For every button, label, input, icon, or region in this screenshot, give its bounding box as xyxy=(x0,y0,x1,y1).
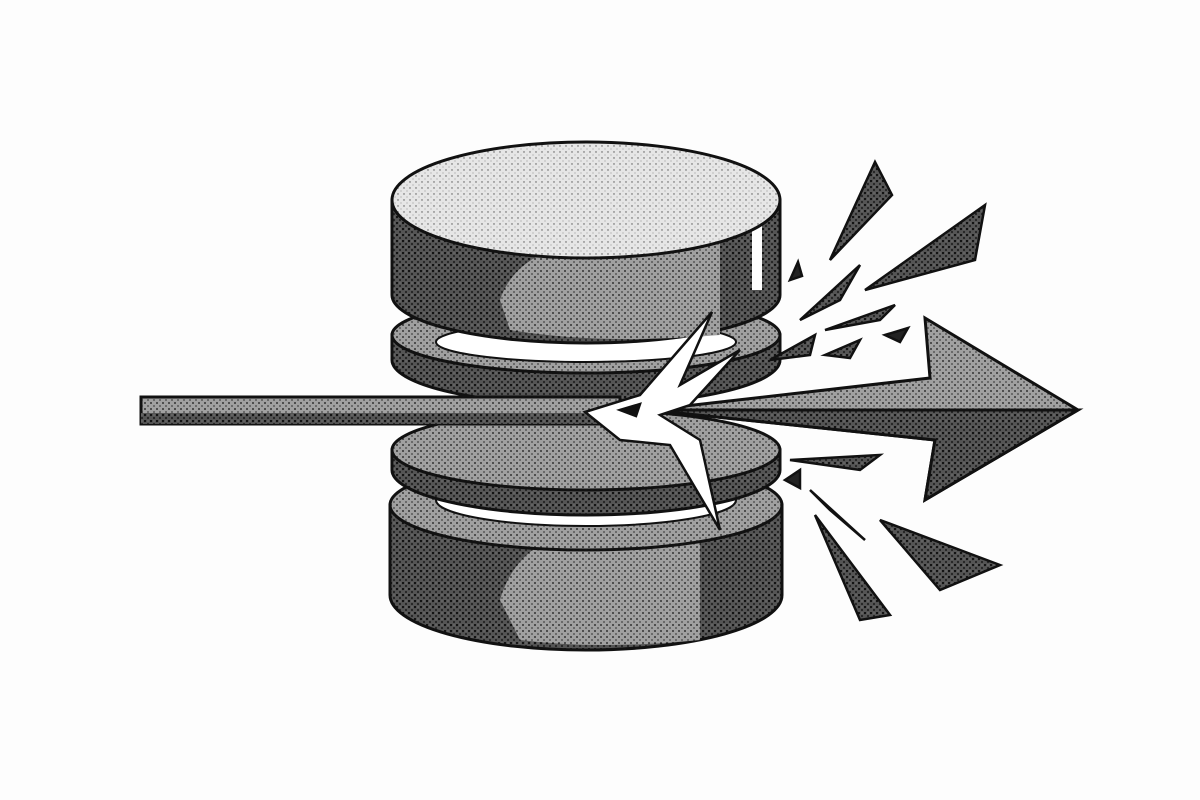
arrow-right-icon xyxy=(139,315,1084,503)
shatter-burst-icon xyxy=(582,159,1004,622)
